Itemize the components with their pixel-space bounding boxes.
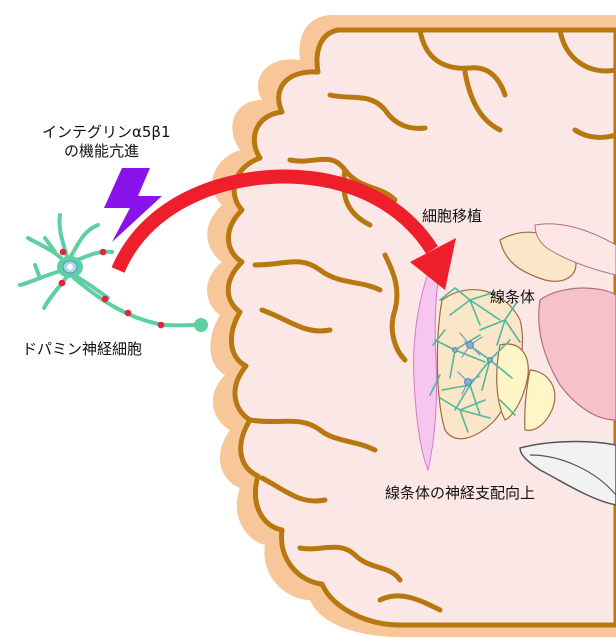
innervation-label: 線条体の神経支配向上 — [385, 484, 536, 502]
striatum-stripes — [496, 343, 556, 431]
brain-section-icon — [207, 15, 616, 637]
lower-grey-line — [529, 454, 616, 496]
upper-right-structure — [534, 223, 616, 276]
ventricle — [413, 267, 441, 472]
integrin-label-line1: インテグリンα5β1 — [42, 123, 171, 141]
striatum-label: 線条体 — [490, 288, 536, 306]
grafted-neurons — [429, 287, 521, 433]
transplant-label: 細胞移植 — [422, 207, 483, 225]
sulci-lines — [247, 27, 616, 613]
neuron-icon — [18, 213, 208, 332]
thalamus-region — [538, 287, 616, 421]
integrin-label-line2: の機能亢進 — [64, 142, 140, 160]
lightning-bolt-icon — [104, 168, 162, 242]
curved-arrow-icon — [111, 169, 456, 290]
dopamine-neuron-label: ドパミン神経細胞 — [22, 340, 143, 358]
lower-grey-structure — [519, 440, 616, 506]
